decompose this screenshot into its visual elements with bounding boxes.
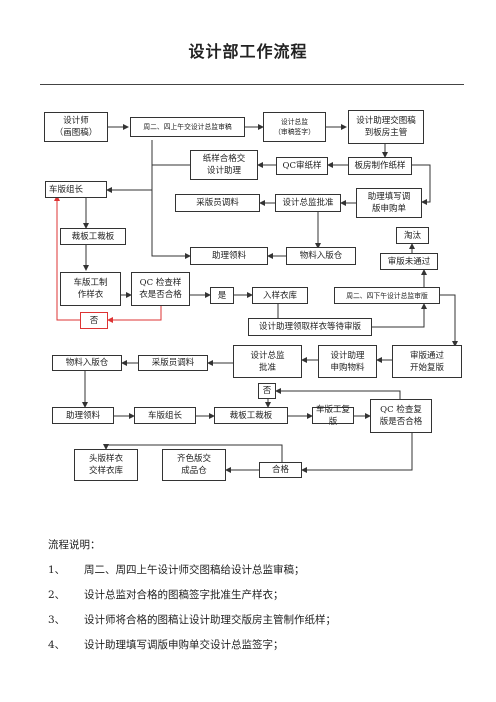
box-assistant-fetch-2: 助理领料 bbox=[52, 407, 114, 424]
box-leader-2: 车版组长 bbox=[134, 407, 196, 424]
connector-pattern-to-purchase-form bbox=[412, 164, 431, 205]
title-divider bbox=[40, 84, 464, 85]
box-assistant-fetch: 助理领料 bbox=[190, 247, 268, 265]
connector-wait-to-review bbox=[372, 303, 427, 328]
box-director-approve: 设计总监批准 bbox=[275, 194, 341, 212]
box-qc-sample: QC 检查样 衣是否合格 bbox=[131, 272, 190, 306]
note-number: 1、 bbox=[48, 564, 66, 576]
box-resew: 车版工复版 bbox=[312, 405, 354, 427]
box-discard: 淘汰 bbox=[396, 227, 429, 244]
box-qc-pattern: QC审纸样 bbox=[276, 157, 328, 175]
box-material-picker-2: 采版员调料 bbox=[138, 355, 208, 371]
note-item: 1、 周二、周四上午设计师交图稿给设计总监审稿； bbox=[48, 558, 468, 583]
notes-heading: 流程说明： bbox=[48, 539, 101, 551]
box-review-fail: 审版未通过 bbox=[380, 253, 438, 270]
box-director-approve-2: 设计总监 批准 bbox=[233, 345, 302, 378]
box-leader: 车版组长 bbox=[45, 181, 107, 198]
box-first-sample: 头版样衣 交样衣库 bbox=[74, 449, 138, 481]
box-storage-2: 物料入版仓 bbox=[52, 355, 122, 371]
box-material-picker: 采版员调料 bbox=[175, 194, 260, 212]
box-yes: 是 bbox=[210, 287, 234, 304]
box-sample-store: 入样衣库 bbox=[252, 287, 308, 304]
box-no: 否 bbox=[258, 383, 276, 399]
connector-review-to-pass bbox=[440, 294, 458, 347]
box-designer: 设计师 （画图稿） bbox=[44, 112, 108, 142]
connector-qc2-to-ok bbox=[301, 433, 413, 473]
box-assistant-submit: 设计助理交图稿 到板房主管 bbox=[348, 110, 424, 144]
box-ok: 合格 bbox=[259, 462, 302, 478]
box-review-pass: 审版通过 开始复版 bbox=[392, 345, 462, 378]
connector-ok-to-firstsample bbox=[103, 444, 283, 462]
box-pattern-pass: 纸样合格交 设计助理 bbox=[190, 150, 258, 180]
box-pattern-make: 板房制作纸样 bbox=[348, 157, 412, 175]
box-storage: 物料入版仓 bbox=[286, 247, 356, 265]
box-cutter-2: 裁板工裁板 bbox=[214, 407, 288, 424]
connector-pass-to-leader bbox=[106, 164, 190, 193]
box-tue-thu-review: 周二、四上午交设计总监审稿 bbox=[130, 117, 245, 137]
note-text: 周二、周四上午设计师交图稿给设计总监审稿； bbox=[84, 564, 305, 576]
note-item: 4、 设计助理填写调版申购单交设计总监签字； bbox=[48, 633, 468, 658]
box-director-sign: 设计总监 （审稿签字） bbox=[263, 112, 326, 142]
connector-reject-to-leader bbox=[54, 195, 80, 321]
box-afternoon-review: 周二、四下午设计总监审版 bbox=[334, 287, 440, 304]
box-qc-resew: QC 检查复 版是否合格 bbox=[370, 399, 432, 433]
note-text: 设计助理填写调版申购单交设计总监签字； bbox=[84, 639, 284, 651]
box-assistant-buy: 设计助理 申购物料 bbox=[318, 345, 377, 378]
process-notes: 流程说明： 1、 周二、周四上午设计师交图稿给设计总监审稿； 2、 设计总监对合… bbox=[48, 533, 468, 658]
page-title: 设计部工作流程 bbox=[188, 42, 308, 61]
box-cutter: 裁板工裁板 bbox=[60, 228, 126, 245]
note-item: 2、 设计总监对合格的图稿签字批准生产样衣； bbox=[48, 583, 468, 608]
box-sample-make: 车版工制 作样衣 bbox=[60, 272, 121, 306]
box-color-set: 齐色版交 成品仓 bbox=[162, 449, 226, 481]
note-number: 3、 bbox=[48, 614, 66, 626]
note-text: 设计总监对合格的图稿签字批准生产样衣； bbox=[84, 589, 284, 601]
note-number: 2、 bbox=[48, 589, 66, 601]
box-reject: 否 bbox=[80, 312, 108, 329]
note-number: 4、 bbox=[48, 639, 66, 651]
box-wait-review: 设计助理领取样衣等待审版 bbox=[248, 318, 372, 336]
note-text: 设计师将合格的图稿让设计助理交版房主管制作纸样； bbox=[84, 614, 336, 626]
connector-qc-to-reject bbox=[107, 306, 162, 323]
box-purchase-form: 助理填写调 版申购单 bbox=[356, 188, 422, 218]
note-item: 3、 设计师将合格的图稿让设计助理交版房主管制作纸样； bbox=[48, 608, 468, 633]
